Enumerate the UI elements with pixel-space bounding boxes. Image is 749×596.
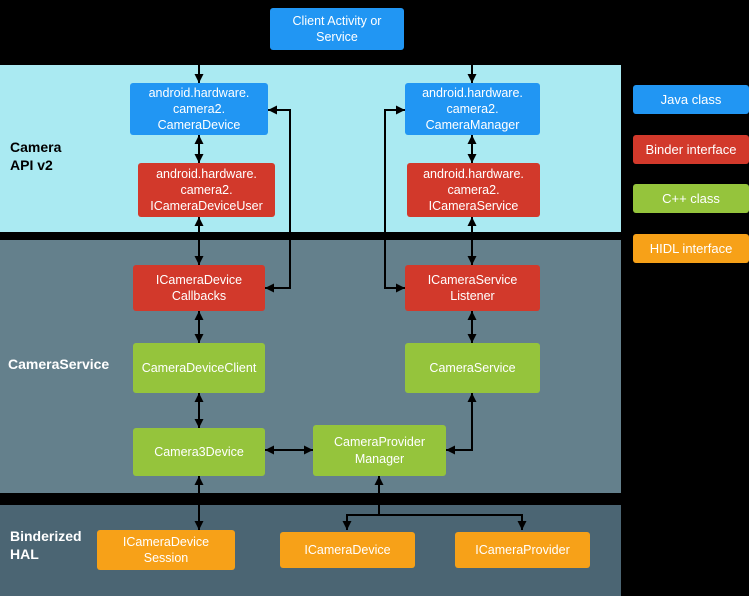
legend-cpp-class: C++ class (633, 184, 749, 213)
node-icameradeviceuser: android.hardware. camera2. ICameraDevice… (138, 163, 275, 217)
node-icameradevicesession: ICameraDevice Session (97, 530, 235, 570)
node-cameradevice: android.hardware. camera2. CameraDevice (130, 83, 268, 135)
connector-client-cameradevice (194, 50, 327, 83)
node-icameradevicecallbacks: ICameraDevice Callbacks (133, 265, 265, 311)
connector-client-cameramanager (347, 50, 477, 83)
legend-java-class: Java class (633, 85, 749, 114)
node-cameraprovidermanager: CameraProvider Manager (313, 425, 446, 476)
legend-hidl-interface: HIDL interface (633, 234, 749, 263)
connector-cameramanager-listener-elbow (384, 105, 405, 293)
connector-cameraservice-providermanager (446, 393, 477, 455)
node-client-activity-or-service: Client Activity or Service (270, 8, 404, 50)
legend-binder-interface: Binder interface (633, 135, 749, 164)
band-label-cameraservice: CameraService (8, 356, 110, 372)
node-icameraservice: android.hardware. camera2. ICameraServic… (407, 163, 540, 217)
band-label-camera-api-v2: Camera API v2 (10, 139, 62, 174)
node-cameraservice: CameraService (405, 343, 540, 393)
node-cameramanager: android.hardware. camera2. CameraManager (405, 83, 540, 135)
connector-cameradevice-callbacks-elbow (265, 105, 291, 293)
connector-hal-branch (342, 514, 527, 530)
node-icameradevice: ICameraDevice (280, 532, 415, 568)
band-label-binderized-hal: Binderized HAL (10, 528, 82, 563)
node-icameraprovider: ICameraProvider (455, 532, 590, 568)
node-icameraservicelistener: ICameraService Listener (405, 265, 540, 311)
node-cameradeviceclient: CameraDeviceClient (133, 343, 265, 393)
node-camera3device: Camera3Device (133, 428, 265, 476)
